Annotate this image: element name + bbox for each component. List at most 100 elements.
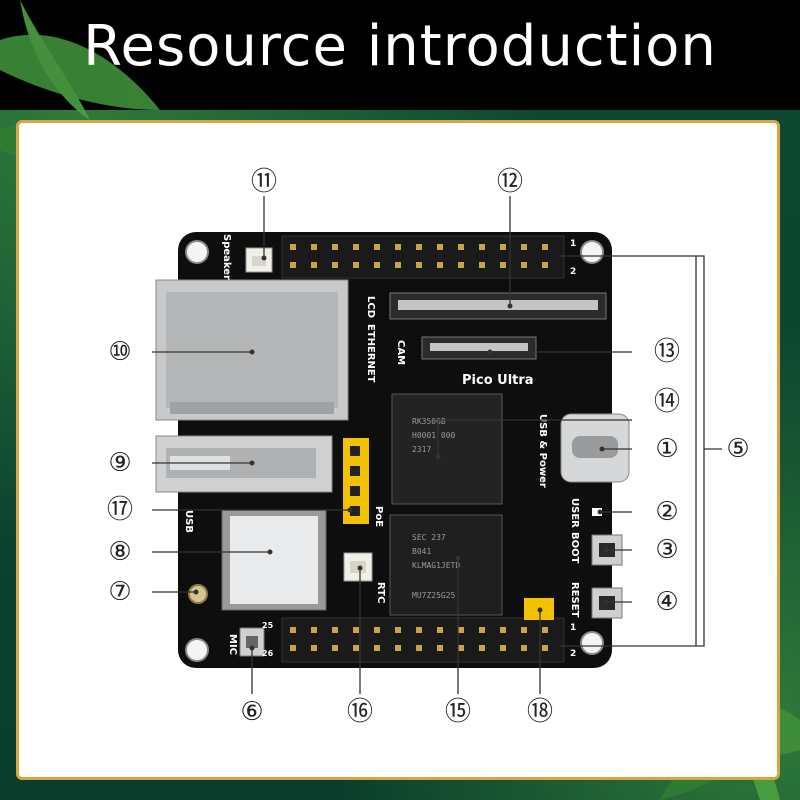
- header-pin: [479, 645, 485, 651]
- header-pin: [290, 627, 296, 633]
- header-pin: [311, 627, 317, 633]
- silk-mic: MIC: [227, 634, 238, 655]
- antenna-connector: [188, 584, 208, 604]
- header-pin: [332, 645, 338, 651]
- header-pin: [311, 262, 317, 268]
- top-pin-header: [281, 235, 565, 279]
- silk-pin1-top: 1: [570, 239, 576, 249]
- callout-15: ⑮: [445, 697, 471, 727]
- callout-13: ⑬: [654, 337, 680, 367]
- callout-14: ⑭: [654, 387, 680, 417]
- header-pin: [416, 262, 422, 268]
- callout-9: ⑨: [108, 448, 131, 478]
- header-pin: [437, 244, 443, 250]
- header-pin: [542, 627, 548, 633]
- soc-chip: [391, 393, 503, 505]
- bottom-pin-header: [281, 617, 565, 663]
- header-pin: [416, 645, 422, 651]
- header-pin: [479, 627, 485, 633]
- soc-mark-2: H0001 000: [412, 431, 456, 440]
- header-pin: [458, 627, 464, 633]
- silk-user: USER: [569, 498, 580, 528]
- callout-6: ⑥: [240, 697, 263, 727]
- header-pin: [521, 244, 527, 250]
- header-pin: [290, 244, 296, 250]
- header-pin: [479, 244, 485, 250]
- ram-mark-3: KLMAG1JETD: [412, 561, 460, 570]
- leader-dots: [193, 255, 609, 651]
- header-pin: [290, 262, 296, 268]
- header-pin: [374, 244, 380, 250]
- header-pin: [311, 645, 317, 651]
- callout-12: ⑫: [497, 167, 523, 197]
- silk-lcd: LCD: [365, 296, 376, 318]
- callout-11: ⑪: [251, 167, 277, 197]
- page-title: Resource introduction: [83, 14, 717, 79]
- header-pin: [500, 645, 506, 651]
- callout-4: ④: [655, 587, 678, 617]
- silk-ethernet: ETHERNET: [365, 324, 376, 383]
- header-pin: [521, 262, 527, 268]
- header-pin: [332, 262, 338, 268]
- silk-product: Pico Ultra: [462, 373, 534, 388]
- callout-3: ③: [655, 535, 678, 565]
- soc-mark-3: 2317: [412, 445, 431, 454]
- ram-mark-1: SEC 237: [412, 533, 446, 542]
- header-pin: [521, 627, 527, 633]
- header-pin: [416, 244, 422, 250]
- header-pin: [416, 627, 422, 633]
- header-pin: [437, 645, 443, 651]
- mounting-holes: [185, 240, 604, 662]
- header-pin: [395, 262, 401, 268]
- header-pin: [290, 645, 296, 651]
- header-pin: [374, 262, 380, 268]
- header-pin: [395, 244, 401, 250]
- header-pin: [542, 244, 548, 250]
- header-pin: [479, 262, 485, 268]
- silk-boot: BOOT: [569, 532, 580, 564]
- silk-usb: USB: [183, 510, 194, 533]
- silk-pin2-top: 2: [570, 267, 576, 277]
- silk-pin1-bot: 1: [570, 623, 576, 633]
- callout-10: ⑩: [108, 337, 131, 367]
- header-pin: [458, 244, 464, 250]
- callout-5: ⑤: [726, 434, 749, 464]
- header-pin: [374, 645, 380, 651]
- header-pin: [458, 262, 464, 268]
- user-led: [592, 508, 602, 516]
- header-pin: [458, 645, 464, 651]
- callout-16: ⑯: [347, 697, 373, 727]
- silk-reset: RESET: [569, 582, 580, 618]
- header-pin: [500, 244, 506, 250]
- header-pin: [353, 244, 359, 250]
- header-pin: [374, 627, 380, 633]
- ram-mark-2: B041: [412, 547, 431, 556]
- header-pin: [500, 262, 506, 268]
- header-pin: [395, 627, 401, 633]
- ram-mark-4: MU7Z25G25: [412, 591, 456, 600]
- header-pin: [332, 244, 338, 250]
- soc-mark-1: RK3506B: [412, 417, 446, 426]
- silk-pin26: 26: [262, 649, 274, 658]
- emmc-chip: [389, 514, 503, 616]
- callout-1: ①: [655, 434, 678, 464]
- header-pin: [437, 627, 443, 633]
- header-pin: [353, 627, 359, 633]
- callout-18: ⑱: [527, 697, 553, 727]
- silk-poe: PoE: [373, 506, 384, 527]
- silk-speaker: Speaker: [221, 234, 232, 280]
- leader-lines: [152, 196, 722, 694]
- callout-2: ②: [655, 497, 678, 527]
- header-pin: [500, 627, 506, 633]
- header-pin: [542, 262, 548, 268]
- silk-usb-power: USB & Power: [537, 414, 548, 488]
- header-pin: [353, 262, 359, 268]
- header-pin: [353, 645, 359, 651]
- header-pin: [437, 262, 443, 268]
- header-pin: [311, 244, 317, 250]
- header-pin: [395, 645, 401, 651]
- callout-17: ⑰: [107, 495, 133, 525]
- silk-rtc: RTC: [375, 582, 386, 603]
- header-pin: [332, 627, 338, 633]
